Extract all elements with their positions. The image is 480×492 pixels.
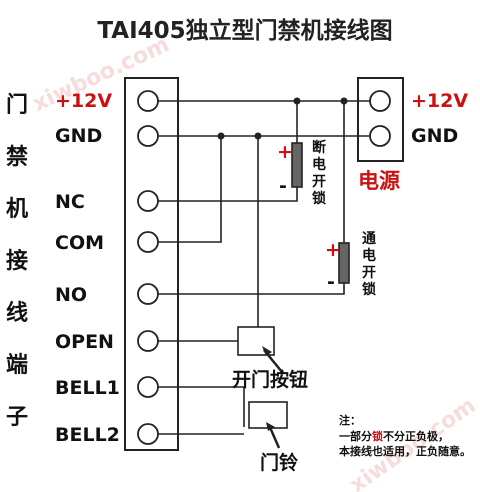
terminal-label-com: COM (55, 232, 104, 254)
lock2-plus: + (325, 239, 341, 261)
vertical-char-1: 门 (6, 92, 28, 118)
vertical-char-5: 线 (6, 300, 28, 326)
note-line1: 一部分锁不分正负极， (339, 429, 449, 443)
junction-dot (217, 132, 225, 140)
terminal-label-bell1: BELL1 (55, 377, 120, 399)
screw-no (137, 283, 159, 305)
lock2-label-1: 通 (362, 231, 376, 247)
note-line2: 本接线也适用，正负随意。 (339, 444, 471, 458)
junction-dot (254, 132, 262, 140)
lock2-label-2: 电 (362, 247, 376, 264)
power-supply-title: 电源 (358, 169, 400, 193)
note-line1-mid: 锁 (372, 429, 383, 443)
lock-fail-safe (338, 242, 350, 284)
terminal-label-nc: NC (55, 191, 85, 213)
lock2-label-4: 锁 (362, 281, 376, 298)
terminal-label-no: NO (55, 284, 87, 306)
junction-dots (217, 97, 348, 140)
power-screw-gnd (369, 125, 391, 147)
lock1-label-4: 锁 (312, 190, 326, 207)
wire-no (158, 283, 345, 295)
note-line1-suffix: 不分正负极， (383, 429, 449, 443)
power-screw-12v (369, 90, 391, 112)
lock-fail-secure (291, 142, 303, 188)
note-line1-prefix: 一部分 (339, 429, 372, 443)
lock1-label-3: 开 (312, 174, 326, 190)
wire-com (158, 136, 222, 243)
screw-open (137, 330, 159, 352)
screw-nc (137, 190, 159, 212)
vertical-char-7: 子 (6, 405, 28, 430)
screw-bell2 (137, 423, 159, 445)
screw-gnd (137, 125, 159, 147)
lock1-label-2: 电 (312, 156, 326, 173)
junction-dot (293, 97, 301, 105)
doorbell-label: 门铃 (260, 451, 298, 474)
terminal-label-12v: +12V (55, 90, 112, 112)
terminal-label-open: OPEN (55, 331, 114, 353)
wire-bell1 (158, 386, 245, 427)
lock1-plus: + (277, 141, 293, 163)
screw-bell1 (137, 376, 159, 398)
vertical-char-4: 接 (6, 249, 28, 274)
exit-button-arrow-head (262, 346, 272, 356)
lock1-label-1: 断 (312, 139, 326, 156)
lock2-minus: - (327, 271, 335, 293)
lock2-label-3: 开 (362, 265, 376, 281)
note-title: 注： (339, 413, 361, 427)
vertical-char-6: 端 (6, 353, 28, 378)
power-label-12v: +12V (411, 90, 468, 112)
exit-button-label: 开门按钮 (232, 368, 308, 391)
vertical-char-3: 机 (6, 197, 28, 222)
vertical-label: 门 禁 机 接 线 端 子 (6, 92, 28, 430)
power-label-gnd: GND (411, 125, 458, 147)
doorbell-arrow-head (266, 422, 275, 431)
wires (158, 100, 370, 435)
lock1-minus: - (279, 175, 287, 197)
terminal-label-bell2: BELL2 (55, 424, 120, 446)
screw-12v (137, 90, 159, 112)
terminal-label-gnd: GND (55, 125, 102, 147)
junction-dot (340, 97, 348, 105)
wire-nc (158, 187, 298, 202)
vertical-char-2: 禁 (6, 144, 28, 170)
screw-com (137, 231, 159, 253)
diagram-title: TAI405独立型门禁机接线图 (97, 17, 392, 44)
